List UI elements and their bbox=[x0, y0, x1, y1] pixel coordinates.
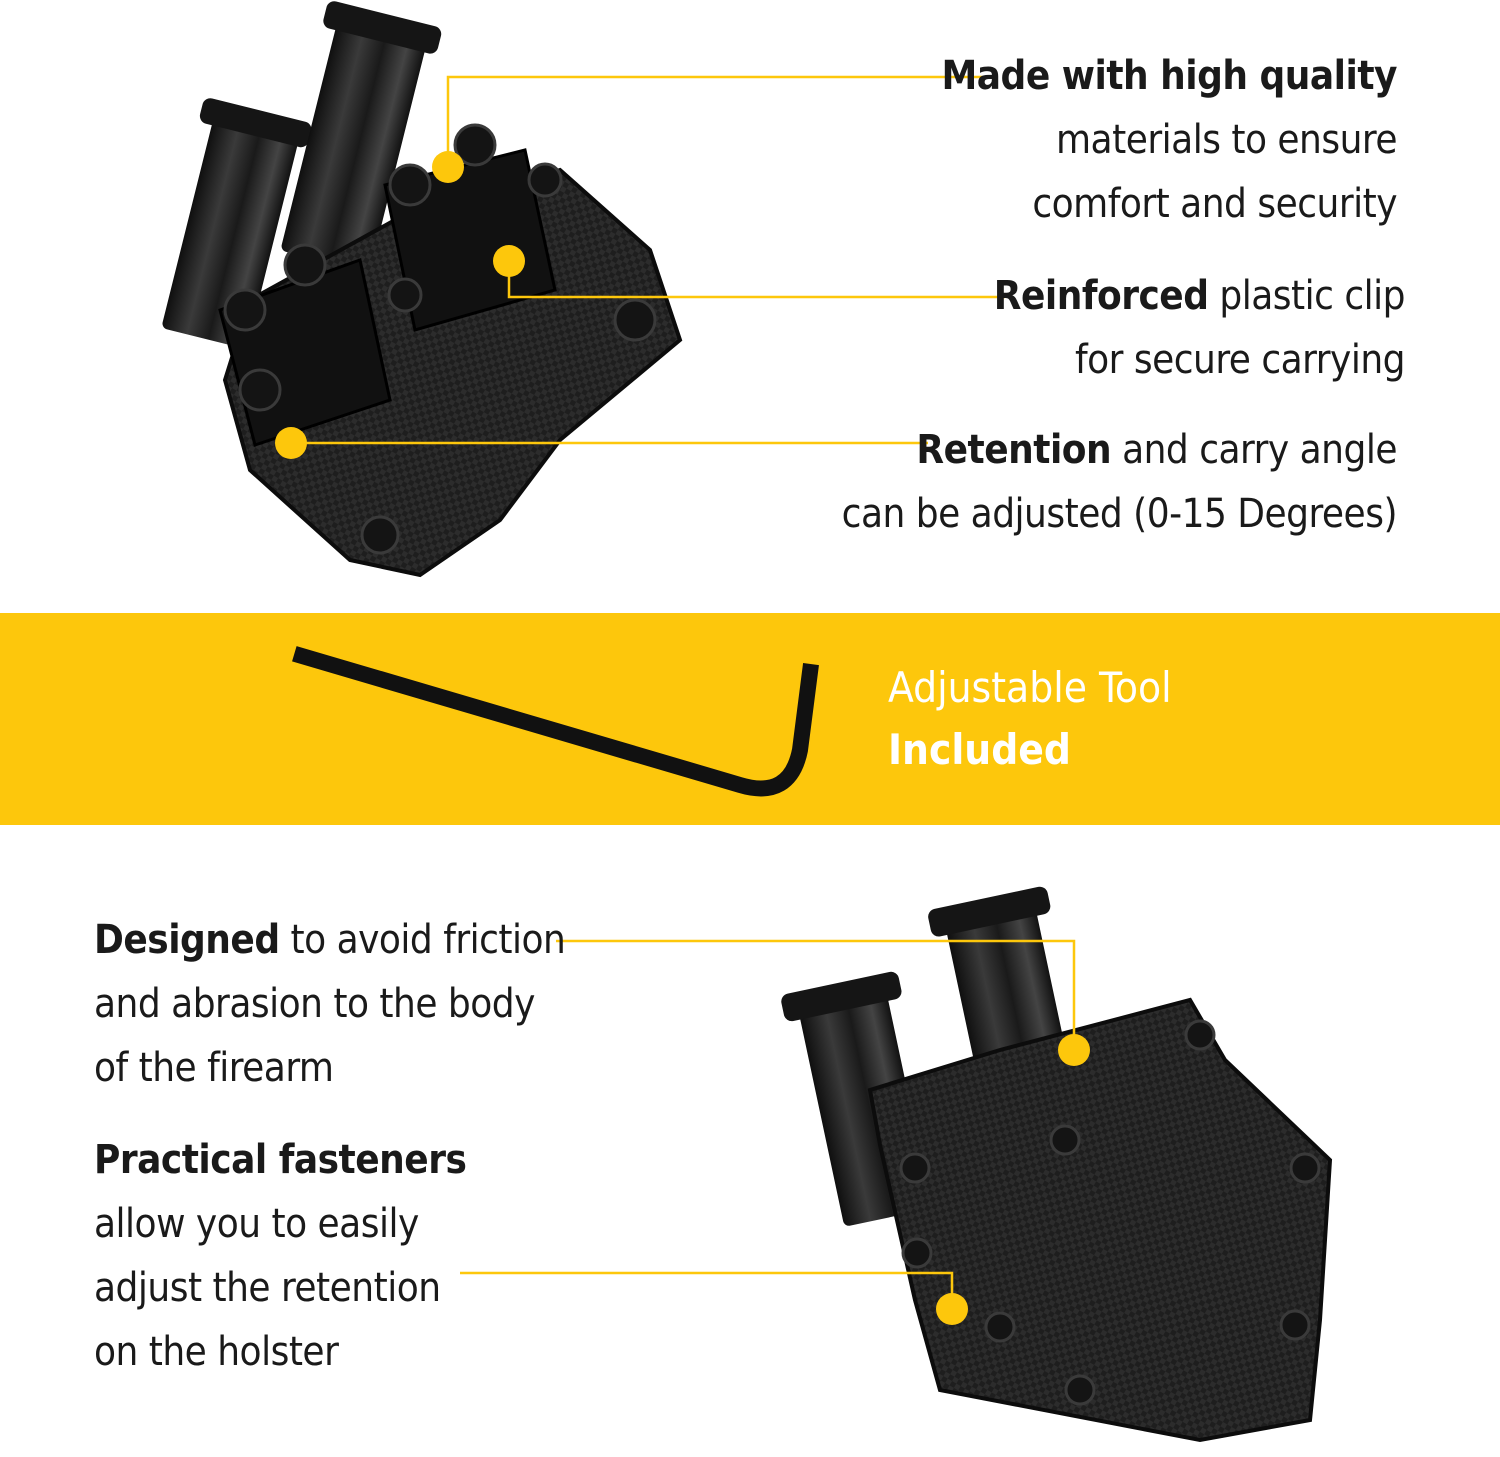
callout-retention: Retention and carry angle can be adjuste… bbox=[777, 418, 1398, 546]
callout-designed: Designed to avoid friction and abrasion … bbox=[94, 908, 566, 1100]
callout-line: of the firearm bbox=[94, 1045, 334, 1091]
callout-line: allow you to easily bbox=[94, 1201, 419, 1247]
callout-quality: Made with high quality materials to ensu… bbox=[877, 44, 1397, 236]
tool-line-1: Adjustable Tool bbox=[888, 663, 1172, 712]
tool-line-2: Included bbox=[888, 725, 1071, 774]
callout-line: for secure carrying bbox=[1074, 337, 1406, 383]
callout-line: comfort and security bbox=[1032, 181, 1397, 227]
bottom-product-image bbox=[781, 886, 1333, 1443]
bottom-leader-lines bbox=[460, 939, 1076, 1307]
callout-rest: plastic clip bbox=[1208, 273, 1405, 319]
callout-line: materials to ensure bbox=[1056, 117, 1398, 163]
callout-strong: Retention bbox=[916, 427, 1112, 473]
callout-rest: and carry angle bbox=[1111, 427, 1397, 473]
allen-key-icon bbox=[292, 646, 819, 797]
callout-strong: Made with high quality bbox=[941, 53, 1397, 99]
callout-rest: to avoid friction bbox=[279, 917, 566, 963]
callout-line: adjust the retention bbox=[94, 1265, 441, 1311]
callout-line: can be adjusted (0-15 Degrees) bbox=[841, 491, 1398, 537]
callout-strong: Designed bbox=[94, 917, 280, 963]
callout-strong: Practical fasteners bbox=[94, 1137, 467, 1183]
tool-included-text: Adjustable Tool Included bbox=[888, 657, 1172, 781]
callout-strong: Reinforced bbox=[993, 273, 1209, 319]
callout-clip: Reinforced plastic clip for secure carry… bbox=[885, 264, 1406, 392]
top-product-image bbox=[162, 1, 683, 578]
callout-line: and abrasion to the body bbox=[94, 981, 535, 1027]
top-leader-lines bbox=[291, 75, 1005, 445]
callout-fasteners: Practical fasteners allow you to easily … bbox=[94, 1128, 467, 1384]
callout-line: on the holster bbox=[94, 1329, 339, 1375]
